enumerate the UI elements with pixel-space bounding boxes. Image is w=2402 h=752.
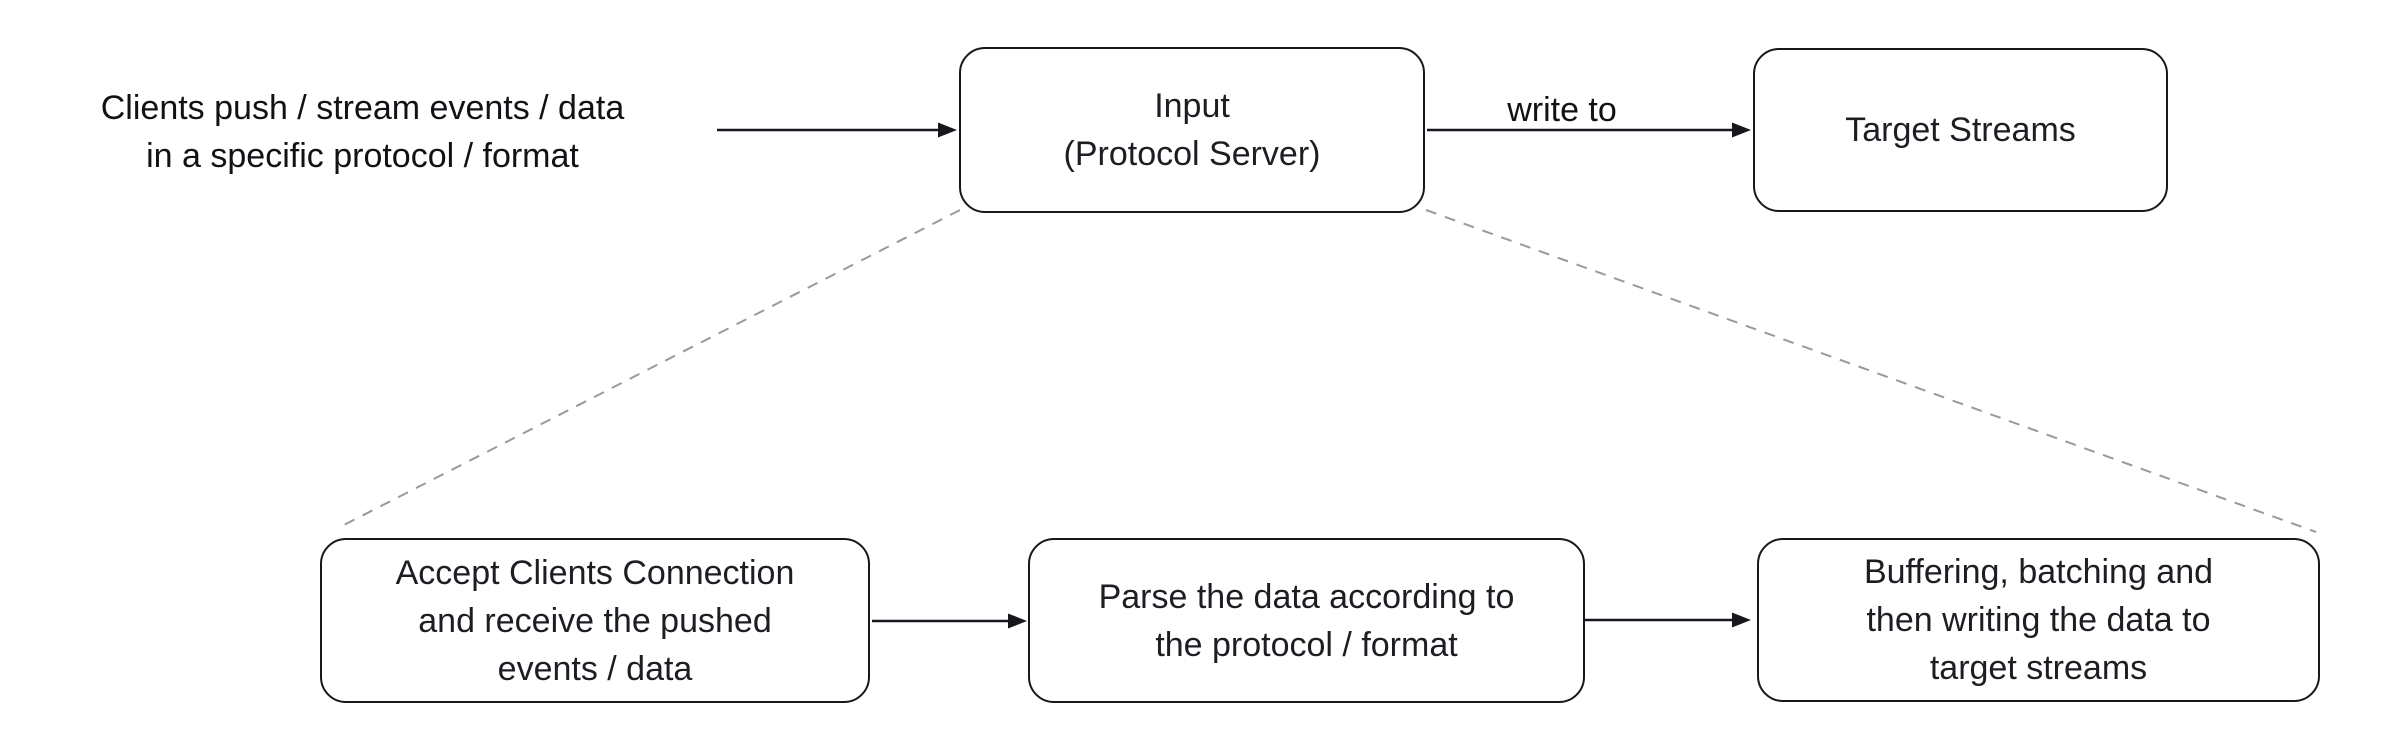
- node-buffer-line-3: target streams: [1929, 649, 2148, 687]
- node-parse-data: Parse the data according to the protocol…: [1028, 538, 1585, 703]
- node-accept-line-1: Accept Clients Connection: [395, 553, 795, 592]
- node-parse-line-1: Parse the data according to: [1098, 577, 1515, 616]
- node-input-protocol-server: Input (Protocol Server): [959, 47, 1425, 213]
- node-accept-line-3: events / data: [497, 649, 693, 688]
- node-buffer-line-1: Buffering, batching and: [1863, 553, 2214, 591]
- edge-parse-to-buffer: [1582, 612, 1751, 628]
- node-buffer-line-2: then writing the data to: [1866, 601, 2211, 639]
- node-target-streams: Target Streams: [1753, 48, 2168, 212]
- edge-clients-to-input: [717, 122, 957, 138]
- node-parse-line-2: the protocol / format: [1155, 625, 1458, 664]
- node-input-line-1: Input: [1154, 87, 1230, 125]
- node-input-line-2: (Protocol Server): [1063, 135, 1321, 173]
- clients-note-line-1: Clients push / stream events / data: [100, 89, 625, 127]
- edge-accept-to-parse: [872, 613, 1027, 629]
- clients-note-text: Clients push / stream events / data in a…: [40, 84, 685, 180]
- node-buffering-batching-writing: Buffering, batching and then writing the…: [1757, 538, 2320, 702]
- clients-note-line-2: in a specific protocol / format: [146, 137, 579, 175]
- edge-label-write-to: write to: [1507, 91, 1617, 129]
- dashed-line-input-to-accept: [337, 209, 961, 529]
- node-accept-line-2: and receive the pushed: [418, 601, 772, 640]
- dashed-line-input-to-buffer: [1425, 209, 2317, 533]
- node-accept-clients-connection: Accept Clients Connection and receive th…: [320, 538, 870, 703]
- node-target-streams-label: Target Streams: [1845, 111, 2076, 149]
